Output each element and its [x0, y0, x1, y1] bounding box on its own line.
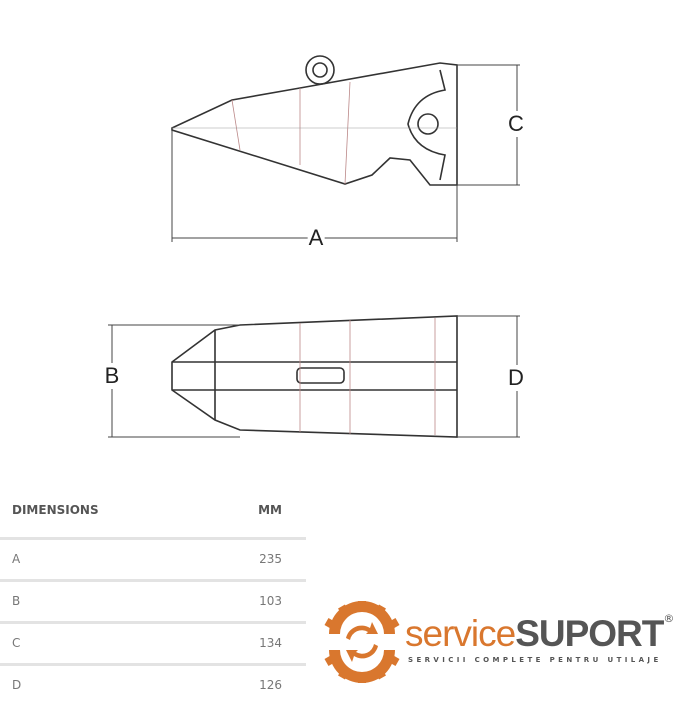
dimension-label-b: B [103, 363, 121, 389]
top-view [171, 315, 458, 438]
dimensions-table: DIMENSIONS MM A 235 B 103 C 134 D 126 [0, 495, 306, 705]
row-value: 103 [259, 594, 282, 608]
registered-mark: ® [663, 612, 674, 625]
brand-tagline: SERVICII COMPLETE PENTRU UTILAJE [408, 656, 662, 664]
dimension-label-c: C [507, 111, 525, 137]
header-dimensions: DIMENSIONS [12, 503, 99, 517]
brand-bold: SUPORT [515, 613, 664, 654]
header-unit: MM [258, 503, 282, 517]
brand-name: serviceSUPORT® [405, 612, 674, 655]
gear-icon [324, 601, 400, 683]
row-value: 134 [259, 636, 282, 650]
table-row: A 235 [0, 537, 306, 579]
table-row: C 134 [0, 621, 306, 663]
brand-light: service [405, 613, 516, 654]
servicesuport-logo: serviceSUPORT® SERVICII COMPLETE PENTRU … [322, 598, 692, 688]
technical-drawing [108, 55, 520, 438]
side-view [171, 55, 458, 186]
row-value: 235 [259, 552, 282, 566]
dimension-label-d: D [507, 365, 525, 391]
row-dimension: B [12, 594, 21, 608]
dimension-lines [108, 64, 520, 438]
table-row: B 103 [0, 579, 306, 621]
table-row: D 126 [0, 663, 306, 705]
dimension-label-a: A [307, 225, 325, 251]
row-value: 126 [259, 678, 282, 692]
row-dimension: D [12, 678, 22, 692]
row-dimension: A [12, 552, 21, 566]
table-header: DIMENSIONS MM [0, 495, 306, 537]
row-dimension: C [12, 636, 21, 650]
